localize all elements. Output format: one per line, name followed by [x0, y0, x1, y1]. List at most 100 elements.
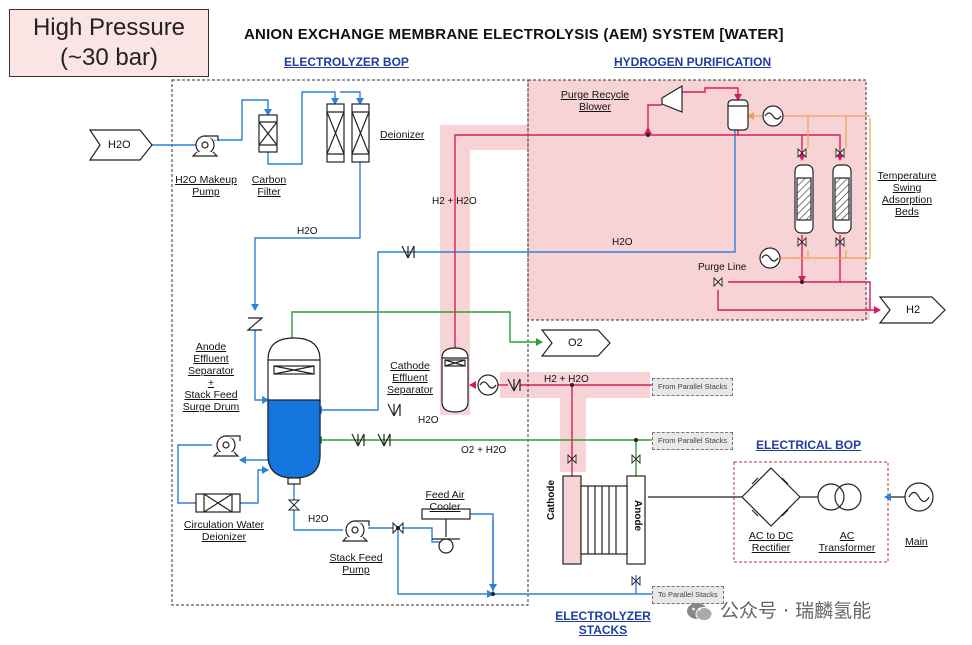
label-rectifier-2: Rectifier: [751, 542, 791, 554]
label-purge-line: Purge Line: [698, 262, 747, 273]
tsa-beds-icon: [794, 164, 852, 234]
stream-h2-h2o-2: H2 + H2O: [544, 374, 589, 385]
section-electrolyzer-stacks: ELECTROLYZER STACKS: [553, 609, 653, 637]
label-rectifier: AC to DC Rectifier: [740, 530, 802, 554]
label-blower-1: Purge Recycle: [560, 89, 630, 101]
h2-outlet-chevron: [878, 296, 946, 324]
wechat-icon: [687, 602, 713, 621]
h2o-makeup-pump-icon: [191, 135, 219, 157]
circulation-pump-icon: [212, 435, 241, 457]
label-carbon-filter-2: Filter: [257, 186, 281, 198]
section-electrical-bop: ELECTRICAL BOP: [756, 438, 862, 452]
stream-h2o-4: H2O: [308, 514, 329, 525]
label-transformer: AC Transformer: [810, 530, 884, 554]
stream-h2-h2o-1: H2 + H2O: [432, 196, 477, 207]
stream-h2-outlet: H2: [906, 304, 921, 316]
junction-dots: [396, 133, 804, 596]
label-transformer-1: AC: [839, 530, 855, 542]
label-cathode: Cathode: [546, 480, 557, 520]
label-stack-feed-pump-2: Pump: [342, 564, 370, 576]
label-cathode-separator: Cathode Effluent Separator: [382, 360, 438, 396]
label-tsa-2: Swing: [892, 182, 922, 194]
o2-outlet-chevron: [540, 329, 611, 357]
stream-h2o-inlet: H2O: [108, 139, 131, 151]
section-stacks-line-1: ELECTROLYZER: [555, 609, 651, 623]
label-stack-feed-pump-1: Stack Feed: [329, 552, 383, 564]
electrolyzer-bop-boundary: [171, 79, 529, 606]
tag-from-parallel-2: From Parallel Stacks: [652, 432, 734, 450]
label-main: Main: [905, 536, 928, 548]
label-tsa-1: Temperature: [877, 170, 937, 182]
stack-feed-pump-icon: [341, 520, 370, 542]
label-anode-sep-3: Separator: [187, 365, 235, 377]
cathode-separator-icon: [441, 347, 469, 413]
label-h2o-makeup-pump: H2O Makeup Pump: [172, 174, 240, 198]
label-circ-deionizer-2: Deionizer: [201, 531, 247, 543]
label-tsa-4: Beds: [895, 206, 919, 218]
ac-main-icon: [904, 482, 934, 512]
section-stacks-line-2: STACKS: [578, 623, 628, 637]
label-anode-sep-6: Surge Drum: [182, 401, 240, 413]
label-cathode-sep-3: Separator: [386, 384, 434, 396]
label-feed-air-cooler: Feed Air Cooler: [418, 489, 472, 513]
stream-o2-outlet: O2: [568, 337, 583, 349]
label-purge-recycle-blower: Purge Recycle Blower: [552, 89, 638, 113]
label-transformer-2: Transformer: [818, 542, 876, 554]
watermark: 公众号 · 瑞麟氢能: [686, 596, 871, 623]
label-circulation-deionizer: Circulation Water Deionizer: [174, 519, 274, 543]
label-carbon-filter: Carbon Filter: [246, 174, 292, 198]
label-anode-sep-4: +: [207, 377, 215, 389]
stream-h2o-1: H2O: [297, 226, 318, 237]
label-anode-sep-5: Stack Feed: [184, 389, 238, 401]
label-feed-air-cooler-1: Feed Air: [425, 489, 465, 501]
label-h2o-makeup-pump-2: Pump: [192, 186, 220, 198]
diagram-title: ANION EXCHANGE MEMBRANE ELECTROLYSIS (AE…: [244, 26, 784, 43]
label-carbon-filter-1: Carbon: [251, 174, 287, 186]
tag-from-parallel-1: From Parallel Stacks: [652, 378, 734, 396]
stream-o2-h2o: O2 + H2O: [461, 445, 507, 456]
stream-h2o-3: H2O: [418, 415, 439, 426]
section-electrolyzer-bop: ELECTROLYZER BOP: [284, 55, 409, 69]
label-circ-deionizer-1: Circulation Water: [183, 519, 265, 531]
deionizer-icon: [326, 103, 370, 163]
drain-valve-icon: [287, 499, 301, 511]
check-valve-icons: [246, 245, 521, 447]
label-deionizer: Deionizer: [380, 129, 425, 141]
feed-air-cooler-icon: [421, 508, 471, 554]
knockout-vessel-icon: [727, 99, 749, 131]
label-anode-separator: Anode Effluent Separator + Stack Feed Su…: [178, 341, 244, 413]
label-blower-2: Blower: [578, 101, 612, 113]
label-tsa-beds: Temperature Swing Adsorption Beds: [870, 170, 944, 218]
label-feed-air-cooler-2: Cooler: [429, 501, 461, 513]
tsa-valves-icon: [567, 147, 845, 587]
tag-to-parallel: To Parallel Stacks: [652, 586, 724, 604]
pressure-line-2: (~30 bar): [59, 44, 159, 71]
rectifier-icon: [741, 467, 801, 527]
label-stack-feed-pump: Stack Feed Pump: [324, 552, 388, 576]
label-tsa-3: Adsorption: [881, 194, 933, 206]
purge-recycle-blower-icon: [661, 84, 683, 113]
hydrogen-purification-boundary: [527, 79, 867, 321]
stream-h2o-2: H2O: [612, 237, 633, 248]
label-anode-sep-1: Anode: [195, 341, 227, 353]
pressure-line-1: High Pressure: [32, 14, 186, 41]
electrical-bop-boundary: [733, 461, 889, 563]
hydrogen-lines: [454, 87, 881, 476]
label-h2o-makeup-pump-1: H2O Makeup: [175, 174, 237, 186]
electrolyzer-stack-icon: [562, 475, 646, 565]
anode-separator-icon: [267, 337, 321, 485]
label-rectifier-1: AC to DC: [748, 530, 794, 542]
high-pressure-legend: High Pressure (~30 bar): [9, 9, 209, 77]
label-cathode-sep-2: Effluent: [392, 372, 428, 384]
watermark-text: 公众号 · 瑞麟氢能: [720, 600, 872, 622]
heat-exchanger-icons: [477, 105, 784, 396]
high-pressure-zones: [440, 80, 870, 472]
label-anode-sep-2: Effluent: [193, 353, 229, 365]
transformer-icon: [817, 483, 862, 511]
label-cathode-sep-1: Cathode: [390, 360, 430, 372]
h2o-inlet-chevron: [88, 129, 153, 161]
label-anode: Anode: [632, 500, 643, 532]
carbon-filter-icon: [258, 114, 278, 153]
circulation-deionizer-icon: [195, 493, 241, 513]
